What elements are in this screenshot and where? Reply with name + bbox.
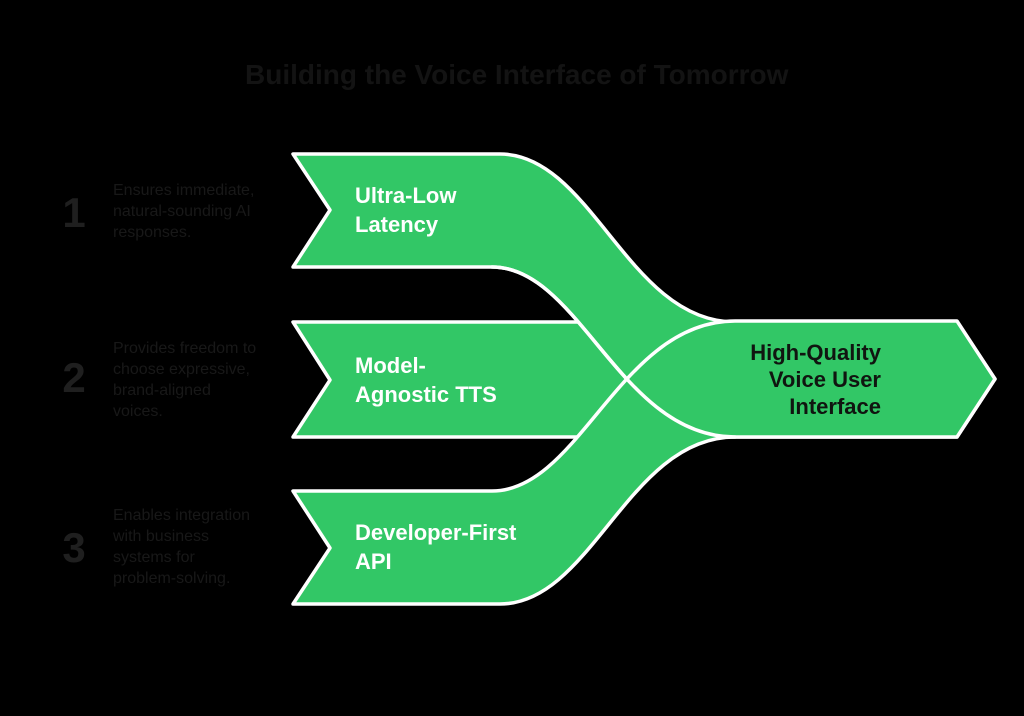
step-3-description: Enables integration with business system… bbox=[113, 507, 250, 587]
result-arrow-label: High-Quality Voice User Interface bbox=[750, 340, 881, 419]
step-1-number: 1 bbox=[62, 189, 86, 236]
step-2-band-label: Model- Agnostic TTS bbox=[355, 353, 497, 407]
step-1-description: Ensures immediate, natural-sounding AI r… bbox=[113, 182, 255, 241]
step-2-number: 2 bbox=[62, 354, 86, 401]
step-3-number: 3 bbox=[62, 524, 86, 571]
band-bottom bbox=[291, 319, 997, 606]
step-1-band-label: Ultra-Low Latency bbox=[355, 183, 457, 237]
step-2-description: Provides freedom to choose expressive, b… bbox=[113, 340, 257, 420]
band-crossing-outline bbox=[490, 265, 737, 439]
diagram-title: Building the Voice Interface of Tomorrow bbox=[245, 59, 789, 90]
step-3-band-label: Developer-First API bbox=[355, 520, 517, 574]
